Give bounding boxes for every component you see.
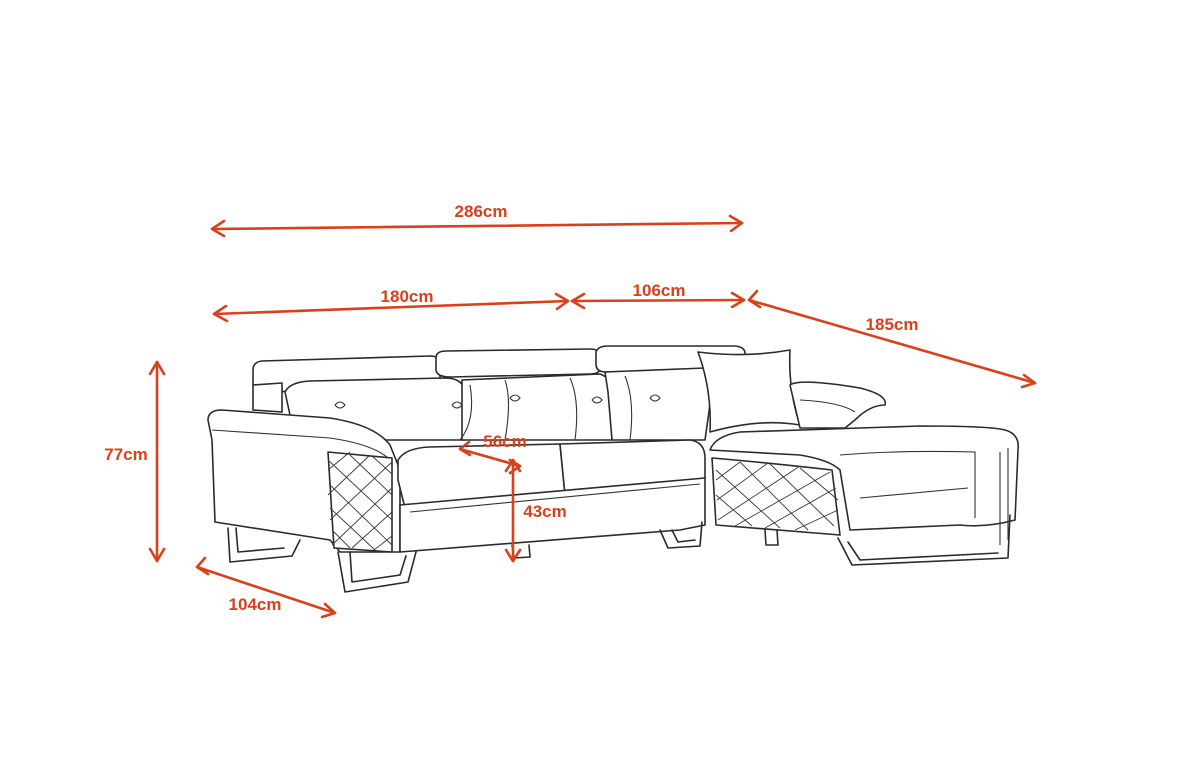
arrow-chaise-length — [747, 289, 1037, 389]
label-chaise-length: 185cm — [866, 315, 919, 334]
label-seat-depth: 56cm — [483, 432, 526, 451]
throw-pillow — [697, 349, 801, 433]
label-chaise-width: 106cm — [633, 281, 686, 300]
back-cushion-right — [604, 367, 714, 441]
back-cushion-middle — [461, 373, 613, 441]
headrest-middle — [435, 348, 601, 378]
arrow-sofa-width — [212, 292, 570, 323]
quilted-panel-chaise — [711, 457, 841, 536]
tufting-buttons — [334, 375, 661, 441]
label-depth: 104cm — [229, 595, 282, 614]
arrow-seat-height — [504, 458, 522, 563]
arrow-chaise-width — [570, 291, 746, 310]
chaise-cushion — [709, 425, 1020, 531]
arrow-total-width — [210, 214, 744, 238]
label-sofa-width: 180cm — [381, 287, 434, 306]
label-seat-height: 43cm — [523, 502, 566, 521]
arrow-height — [148, 360, 166, 563]
arrow-depth — [195, 556, 337, 619]
dimension-labels: 286cm 180cm 106cm 185cm 77cm 104cm 56cm … — [104, 202, 918, 614]
label-height: 77cm — [104, 445, 147, 464]
label-total-width: 286cm — [455, 202, 508, 221]
dimension-arrows — [148, 214, 1037, 619]
quilted-panel-left — [327, 451, 393, 553]
sofa-base — [399, 477, 706, 553]
sofa-drawing — [207, 345, 1020, 593]
